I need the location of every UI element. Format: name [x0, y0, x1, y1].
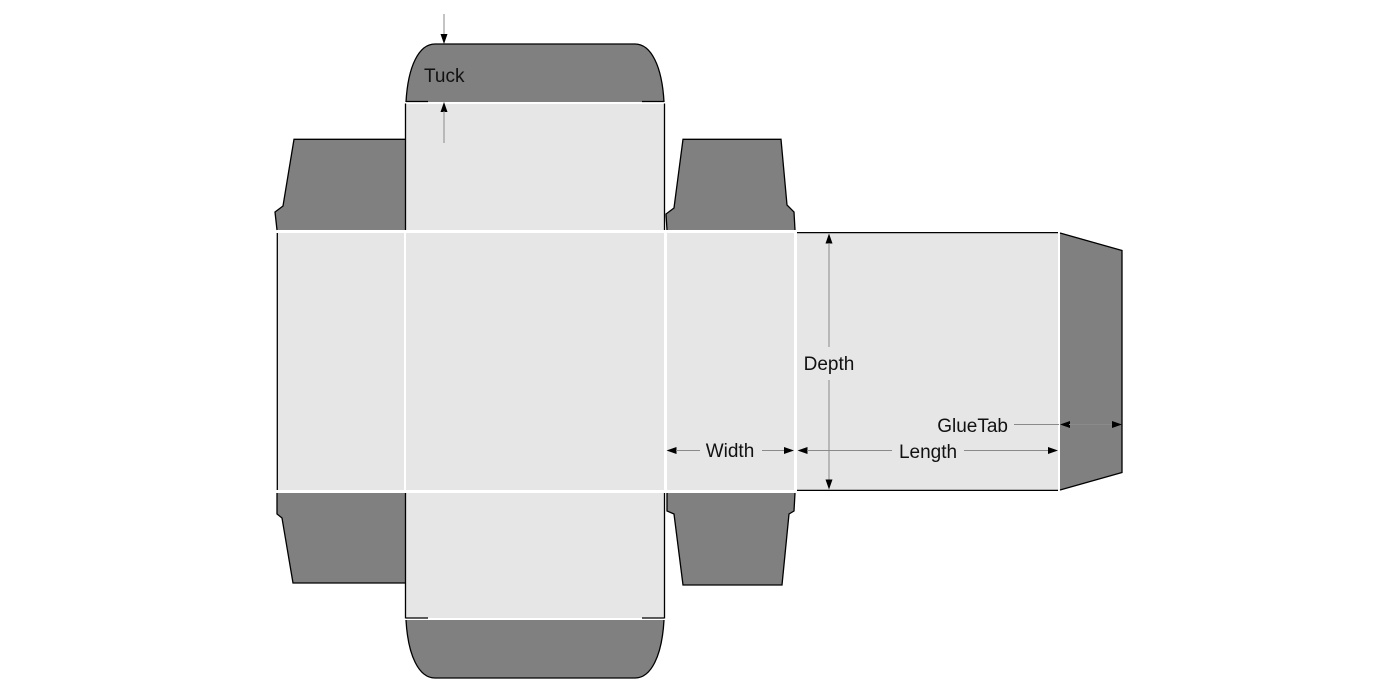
tuck-dimension: Tuck	[424, 14, 465, 143]
tuck-panel-top	[406, 104, 664, 230]
tuck-panel-bottom-edges	[404, 493, 666, 619]
tuck-flap-bottom-outline	[405, 619, 665, 679]
dust-flap-top-right	[666, 139, 795, 230]
width-arrow-left	[666, 447, 677, 454]
tuck-panel-bottom	[406, 493, 664, 618]
depth-label: Depth	[804, 354, 855, 375]
cut-lines	[274, 43, 1123, 679]
panel-side-left	[277, 233, 404, 490]
tuck-flap-top-outline	[405, 43, 665, 103]
tuck-flap-bottom	[406, 620, 664, 678]
gluetab-arrow-right	[1112, 421, 1122, 428]
dust-flap-top-left	[275, 139, 405, 230]
length-dimension: Length	[797, 442, 1058, 463]
tuck-flap-top	[406, 44, 664, 102]
dust-flap-top-right-outline	[665, 138, 796, 231]
panel-front	[406, 233, 664, 490]
dust-flap-bottom-right-outline	[666, 492, 796, 586]
depth-dimension: Depth	[804, 233, 855, 490]
dust-flap-bottom-left-outline	[276, 493, 405, 584]
tuck-arrow-down	[440, 34, 448, 44]
width-arrow-right	[784, 447, 794, 454]
tuck-label: Tuck	[424, 66, 465, 87]
glue-tab	[1060, 233, 1122, 490]
length-arrow-right	[1048, 447, 1058, 454]
dust-flap-bottom-left	[277, 493, 405, 583]
dust-flap-top-left-outline	[274, 138, 405, 231]
panel-side-right	[667, 233, 794, 490]
tuck-panel-top-edges	[404, 103, 666, 230]
depth-arrow-down	[825, 479, 833, 490]
depth-arrow-up	[825, 233, 833, 244]
gluetab-arrow-left	[1060, 421, 1070, 428]
panel-back	[797, 233, 1058, 490]
tuck-arrow-up	[440, 102, 448, 112]
glue-tab-outline	[1059, 232, 1123, 491]
gluetab-dimension: GlueTab	[937, 416, 1122, 437]
dust-flap-bottom-right	[667, 493, 795, 585]
width-label: Width	[706, 441, 755, 462]
panel-back-top-bottom-edges	[797, 231, 1058, 492]
length-arrow-left	[797, 447, 808, 454]
dieline-shapes	[275, 44, 1122, 678]
length-label: Length	[899, 442, 957, 463]
gluetab-label: GlueTab	[937, 416, 1008, 437]
width-dimension: Width	[666, 441, 794, 462]
